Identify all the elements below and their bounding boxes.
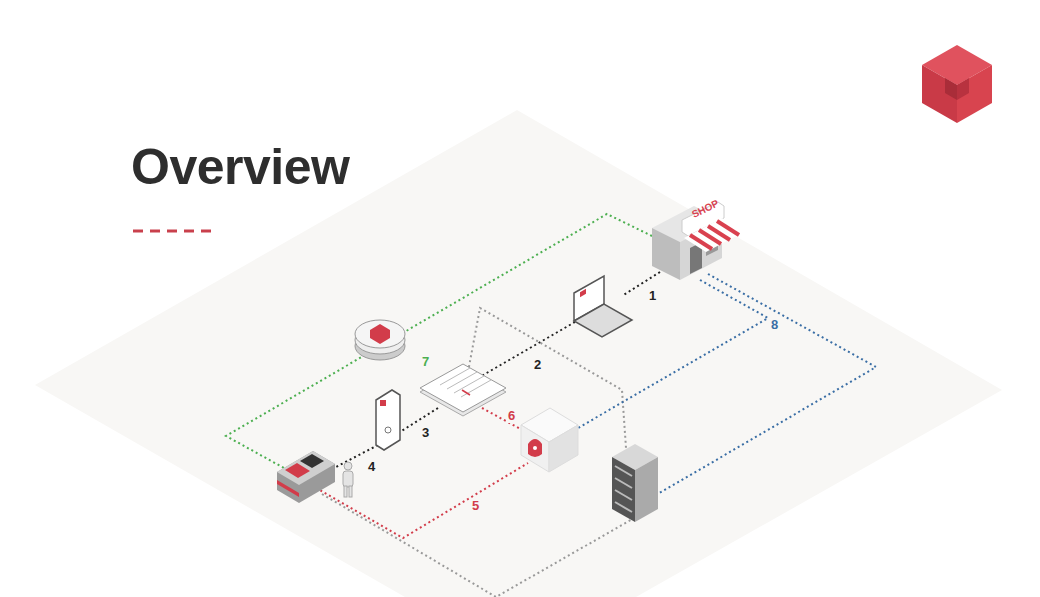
phone-icon — [376, 390, 400, 450]
callout-number: 6 — [506, 409, 517, 423]
ground-plane — [35, 110, 1002, 597]
logo-cube — [922, 45, 992, 123]
laptop-icon — [574, 276, 632, 337]
callout-number: 4 — [366, 460, 377, 474]
callout-number: 7 — [420, 355, 431, 369]
shop-building: SHOP — [648, 198, 748, 284]
callout-number: 3 — [420, 426, 431, 440]
cash-register — [277, 451, 335, 503]
lock-cube — [521, 408, 578, 472]
disc-stack — [355, 320, 405, 360]
page-title: Overview — [131, 138, 349, 196]
callout-number: 1 — [647, 289, 658, 303]
person-figure — [343, 462, 353, 497]
server-rack — [612, 444, 658, 522]
title-underline — [133, 230, 211, 233]
callout-number: 5 — [470, 499, 481, 513]
document-stack — [420, 364, 506, 416]
dotted-links — [226, 214, 876, 597]
callout-number: 8 — [769, 318, 780, 332]
callout-number: 2 — [532, 358, 543, 372]
